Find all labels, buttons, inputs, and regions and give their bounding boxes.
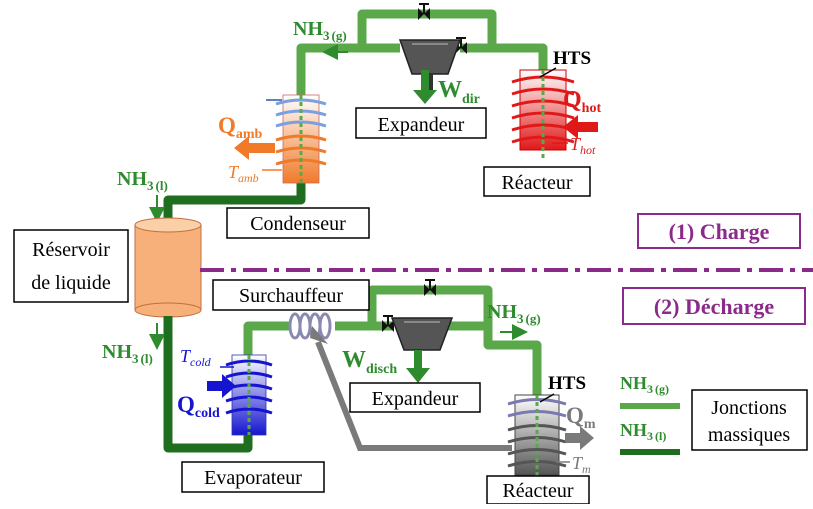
legend-liquid-label: NH3(l) [620,420,666,443]
reactor-bottom [507,394,567,480]
heat-return-arrow [310,326,512,451]
evaporator [225,354,273,436]
reacteur-bottom-label: Réacteur [502,480,573,502]
expandeur-top-label: Expandeur [378,114,465,136]
hts-pointer [539,393,555,403]
heat-out-arrow-icon [565,426,594,450]
expander-bottom [390,317,454,351]
w-dir-label: Wdir [438,77,480,107]
nh3-liquid-label-bottom: NH3(l) [102,341,153,366]
q-amb-label: Qamb [218,113,263,142]
decharge-label: (2) Décharge [654,294,775,319]
condenseur-box [226,207,370,239]
legend-label-1: Jonctions [711,397,787,419]
reservoir-box [13,229,129,303]
reservoir-label-2: de liquide [31,272,111,294]
q-hot-label: Qhot [563,87,601,116]
reacteur-bottom-box [486,475,590,505]
heat-in-arrow-icon [563,115,598,139]
decharge-liquid-pipe [163,316,253,453]
valve-icon[interactable] [382,315,394,332]
superheater [288,312,332,340]
surchauffeur-label: Surchauffeur [239,285,343,307]
charge-label: (1) Charge [669,219,770,244]
decharge-box [622,287,806,325]
t-m-label: Tm [572,453,591,476]
q-cold-label: Qcold [177,392,220,421]
expandeur-bottom-label: Expandeur [372,388,459,410]
q-m-label: Qm [566,403,596,432]
legend: NH3(g) NH3(l) Jonctions massiques [620,373,808,455]
surchauffeur-box [212,279,370,311]
expandeur-bottom-box [349,382,481,413]
reservoir-label-1: Réservoir [32,239,110,261]
valve-icon[interactable] [418,3,430,20]
legend-gas-label: NH3(g) [620,373,669,396]
t-cold-label: Tcold [180,346,212,369]
legend-box [691,389,808,451]
hts-pointer [539,67,557,78]
expandeur-top-box [355,107,487,139]
t-hot-label: Thot [570,134,596,157]
evaporateur-box [181,461,325,493]
nh3-gas-label-bottom: NH3(g) [487,301,541,326]
reacteur-top-box [483,166,591,197]
t-amb-label: Tamb [228,162,259,185]
heat-out-arrow-icon [234,136,275,160]
charge-liquid-pipe [163,175,306,225]
work-arrow-icon [413,70,437,104]
evaporateur-label: Evaporateur [204,467,302,489]
valve-icon[interactable] [424,279,436,296]
work-arrow-icon [406,350,430,383]
legend-label-2: massiques [708,424,790,446]
nh3-gas-label: NH3(g) [293,18,347,43]
reacteur-top-label: Réacteur [501,172,572,194]
condenseur-label: Condenseur [250,213,346,235]
reactor-top [511,69,575,160]
condenser [275,94,327,184]
hts-top-label: HTS [553,48,591,69]
nh3-liquid-label-top: NH3(l) [117,168,168,193]
w-disch-label: Wdisch [342,347,397,377]
hts-bottom-label: HTS [548,373,586,394]
expander-top [398,39,462,90]
heat-in-arrow-icon [207,374,236,398]
charge-box [637,213,801,249]
liquid-tank [134,217,202,318]
